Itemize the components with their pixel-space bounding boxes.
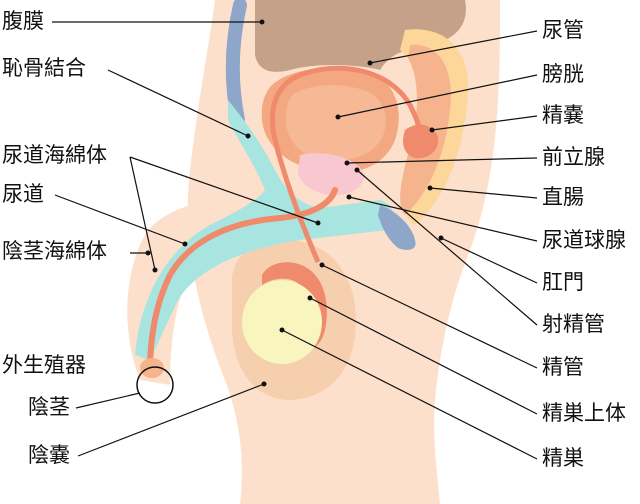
label-vas-deferens: 精管 — [542, 355, 584, 379]
pubic-bone-lower — [378, 205, 416, 250]
label-testis: 精巣 — [542, 446, 584, 470]
label-peritoneum: 腹膜 — [2, 9, 44, 33]
label-epididymis: 精巣上体 — [542, 401, 626, 425]
glans-shape — [140, 358, 164, 378]
label-penis: 陰茎 — [28, 395, 70, 419]
urethra-line — [147, 187, 338, 373]
label-seminal-vesicle: 精嚢 — [542, 103, 584, 127]
testis-shape — [242, 280, 322, 364]
label-prostate: 前立腺 — [542, 145, 605, 169]
label-ureter: 尿管 — [542, 18, 584, 42]
label-corpus-cavernosum: 陰茎海綿体 — [2, 239, 107, 263]
bowel-mass — [255, 0, 466, 72]
leader-lines — [52, 21, 538, 460]
label-scrotum: 陰嚢 — [28, 443, 70, 467]
leader-dots — [145, 19, 444, 387]
vas-deferens-line — [270, 65, 423, 263]
label-bulbourethral-gland: 尿道球腺 — [542, 228, 626, 252]
label-corpus-spongiosum: 尿道海綿体 — [2, 143, 107, 167]
bladder-inner — [286, 85, 386, 161]
external-genitalia-circle — [136, 366, 174, 404]
peritoneum-band — [225, 0, 247, 127]
seminal-vesicle-shape — [403, 124, 439, 159]
label-pubic-symphysis: 恥骨結合 — [2, 56, 86, 80]
pubic-symphysis-region — [135, 100, 394, 360]
label-bladder: 膀胱 — [542, 62, 584, 86]
label-ejaculatory-duct: 射精管 — [542, 312, 605, 336]
label-urethra: 尿道 — [2, 182, 44, 206]
label-external-genitalia: 外生殖器 — [2, 353, 86, 377]
label-anus: 肛門 — [542, 270, 584, 294]
label-rectum: 直腸 — [542, 185, 584, 209]
